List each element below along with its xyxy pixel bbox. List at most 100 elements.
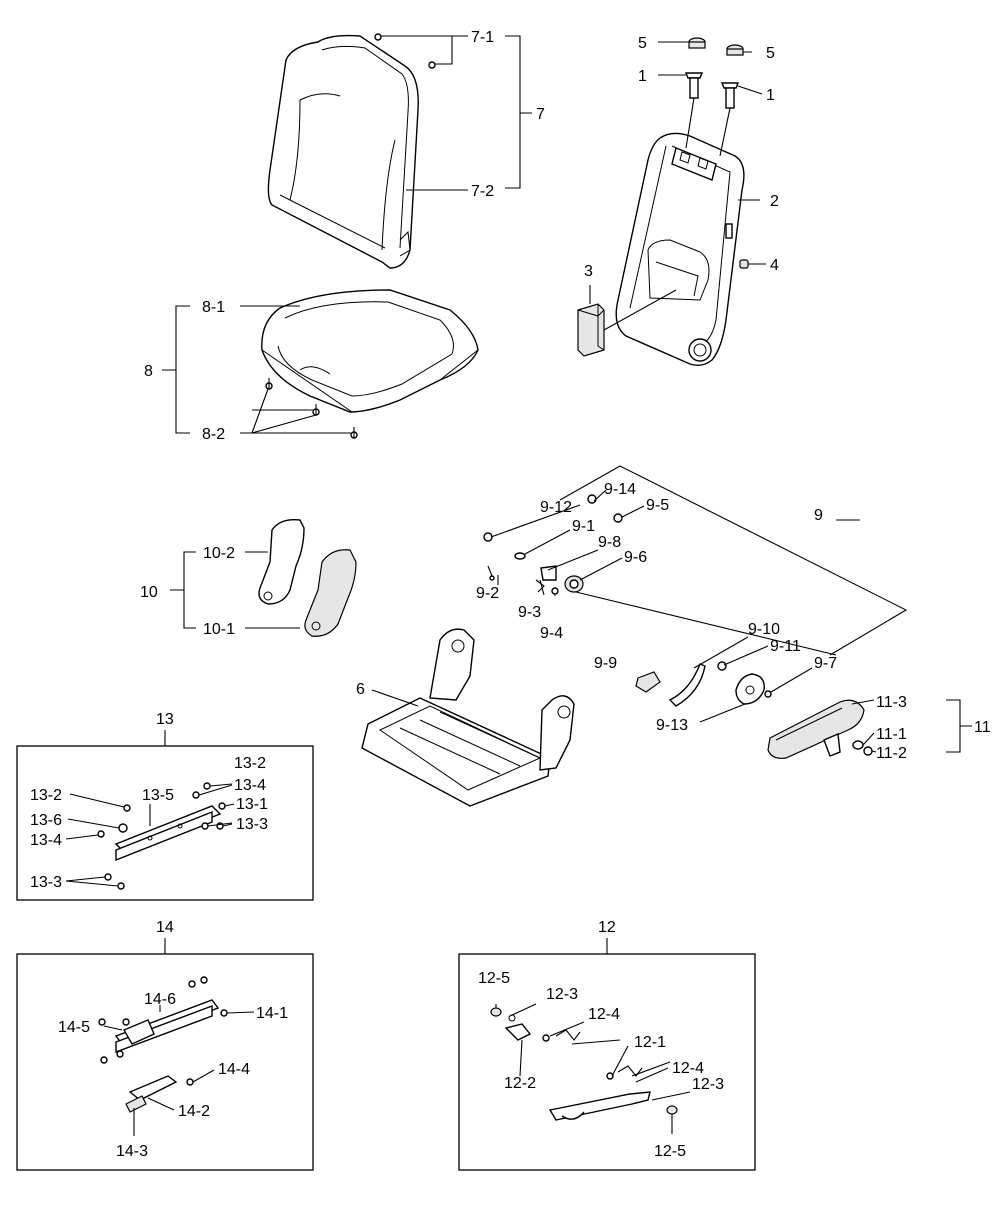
slide-rail-14 xyxy=(114,999,220,1054)
cap-5-left xyxy=(688,37,706,49)
label-4: 4 xyxy=(770,257,779,274)
label-9-6: 9-6 xyxy=(624,549,647,566)
label-9-7: 9-7 xyxy=(814,655,837,672)
label-9-10: 9-10 xyxy=(748,621,780,638)
label-14-1: 14-1 xyxy=(256,1005,288,1022)
bushing-9-4 xyxy=(551,587,559,595)
label-11-3: 11-3 xyxy=(876,694,907,711)
side-cover-10-2 xyxy=(258,519,305,605)
label-10-2: 10-2 xyxy=(203,545,235,562)
label-8-2: 8-2 xyxy=(202,426,225,443)
label-12: 12 xyxy=(598,919,616,936)
bolt-9-14 xyxy=(587,494,597,504)
label-14: 14 xyxy=(156,919,174,936)
label-7-2: 7-2 xyxy=(471,183,494,200)
knob-12-5-top xyxy=(490,1007,502,1017)
lever-9-10 xyxy=(668,663,706,707)
label-5-left: 5 xyxy=(638,35,647,52)
label-10: 10 xyxy=(140,584,158,601)
spring-9-3 xyxy=(535,579,545,593)
label-9-14: 9-14 xyxy=(604,481,636,498)
label-8: 8 xyxy=(144,363,153,380)
armrest-11 xyxy=(767,699,865,759)
screw-9-7 xyxy=(764,690,772,698)
label-7: 7 xyxy=(536,106,545,123)
bolt-9-11 xyxy=(717,661,727,671)
knob-4 xyxy=(739,259,749,269)
label-9-5: 9-5 xyxy=(646,497,669,514)
slide-rail-13-5 xyxy=(114,805,222,862)
screw-8-2-b xyxy=(312,404,320,416)
label-7-1: 7-1 xyxy=(471,29,494,46)
bolts-13 xyxy=(97,782,226,890)
knob-12-5-bottom xyxy=(666,1105,678,1115)
pin-9-2 xyxy=(487,565,495,581)
label-3: 3 xyxy=(584,263,593,280)
label-11: 11 xyxy=(974,719,991,736)
seat-cushion xyxy=(261,289,479,413)
label-9-11: 9-11 xyxy=(770,638,801,655)
label-13-6: 13-6 xyxy=(30,812,62,829)
label-12-4-bottom: 12-4 xyxy=(672,1060,704,1077)
grip-14-3 xyxy=(125,1095,147,1113)
washer-11-1 xyxy=(852,740,864,750)
label-12-3-top: 12-3 xyxy=(546,986,578,1003)
washer-9-1 xyxy=(514,552,526,560)
label-14-2: 14-2 xyxy=(178,1103,210,1120)
label-9-2: 9-2 xyxy=(476,585,499,602)
label-13-3-left: 13-3 xyxy=(30,874,62,891)
headrest-guide-1-left xyxy=(684,72,704,149)
label-13-3-right: 13-3 xyxy=(236,816,268,833)
box-14 xyxy=(16,953,314,1171)
headrest-guide-1-right xyxy=(719,82,740,157)
label-13-4-left: 13-4 xyxy=(30,832,62,849)
label-12-4-top: 12-4 xyxy=(588,1006,620,1023)
label-13-4-top: 13-4 xyxy=(234,777,266,794)
side-cover-10-1 xyxy=(304,549,357,637)
label-6: 6 xyxy=(356,681,365,698)
springs-12-1 xyxy=(542,1029,643,1080)
cap-5-right xyxy=(726,44,744,56)
cover-9-8 xyxy=(540,565,557,581)
handle-14-2 xyxy=(128,1075,178,1101)
label-14-5: 14-5 xyxy=(58,1019,90,1036)
nut-9-12 xyxy=(483,532,493,542)
label-11-2: 11-2 xyxy=(876,745,907,762)
label-8-1: 8-1 xyxy=(202,299,225,316)
label-12-2: 12-2 xyxy=(504,1075,536,1092)
callout-labels: 7-1 7 7-2 5 5 1 1 2 3 4 8-1 8 8-2 9 9-14… xyxy=(30,29,991,1160)
label-13-2-top: 13-2 xyxy=(234,755,266,772)
recliner-9-13 xyxy=(735,673,765,705)
label-10-1: 10-1 xyxy=(203,621,235,638)
label-1-left: 1 xyxy=(638,68,647,85)
bracket-12-2 xyxy=(504,1014,532,1041)
screw-7-1-a xyxy=(374,33,382,41)
knob-9-9 xyxy=(635,671,661,693)
label-9-8: 9-8 xyxy=(598,534,621,551)
bolt-9-5 xyxy=(613,513,623,523)
label-9-3: 9-3 xyxy=(518,604,541,621)
screw-8-2-c xyxy=(350,427,358,439)
nut-11-2 xyxy=(863,746,873,756)
label-9-12: 9-12 xyxy=(540,499,572,516)
seat-back-frame xyxy=(615,132,745,367)
label-2: 2 xyxy=(770,193,779,210)
label-13: 13 xyxy=(156,711,174,728)
label-12-1: 12-1 xyxy=(634,1034,666,1051)
label-9-13: 9-13 xyxy=(656,717,688,734)
label-1-right: 1 xyxy=(766,87,775,104)
label-9: 9 xyxy=(814,507,823,524)
label-13-5: 13-5 xyxy=(142,787,174,804)
handle-12 xyxy=(548,1091,651,1121)
label-5-right: 5 xyxy=(766,45,775,62)
label-9-4: 9-4 xyxy=(540,625,563,642)
label-12-5-bottom: 12-5 xyxy=(654,1143,686,1160)
screw-8-2-a xyxy=(265,378,273,390)
label-12-3-bottom: 12-3 xyxy=(692,1076,724,1093)
label-14-4: 14-4 xyxy=(218,1061,250,1078)
label-13-1: 13-1 xyxy=(236,796,268,813)
label-12-5-top: 12-5 xyxy=(478,970,510,987)
label-14-3: 14-3 xyxy=(116,1143,148,1160)
